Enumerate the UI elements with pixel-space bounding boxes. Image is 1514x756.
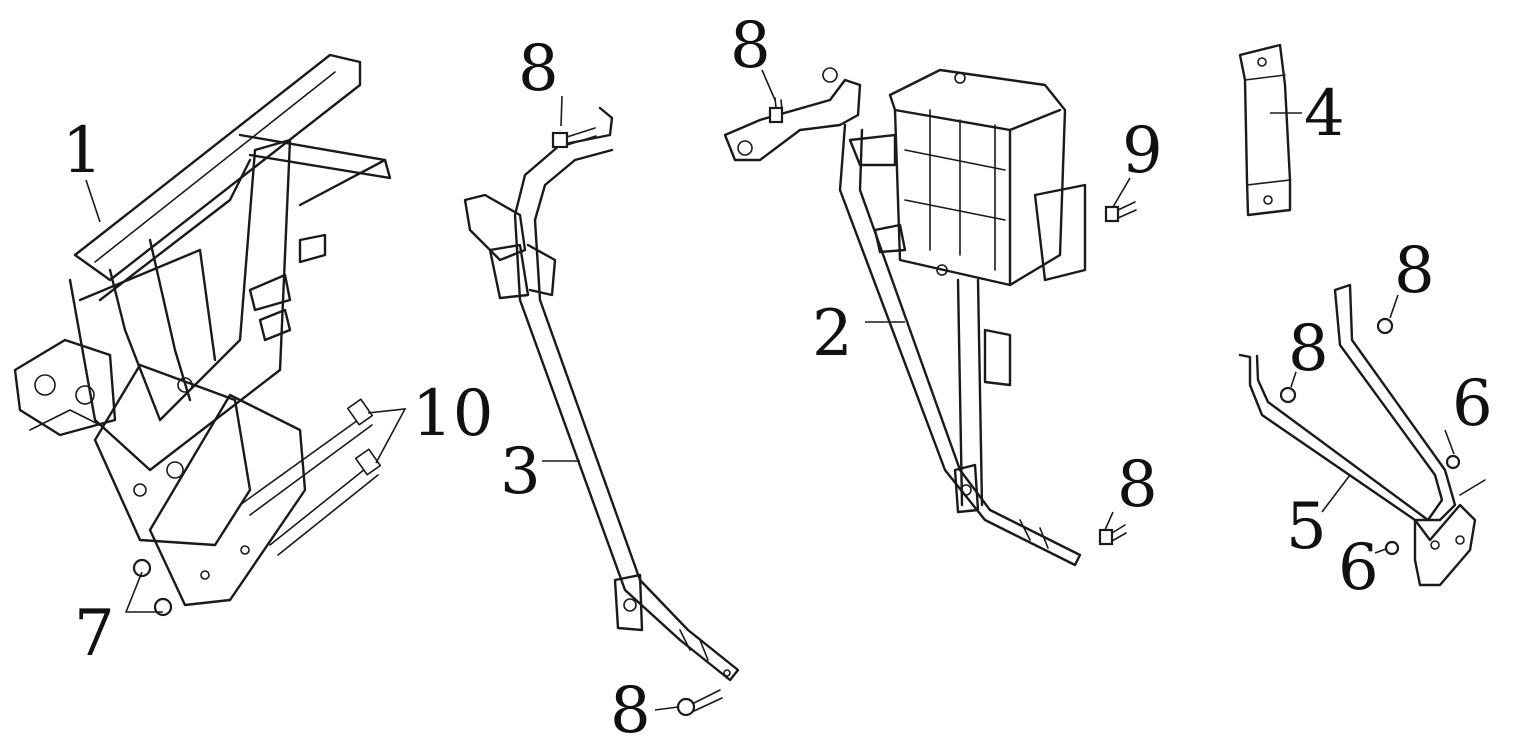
- callout-labels: 1 2 3 4 5 6 6 7 8 8 8 8 8 8 9 10: [62, 9, 1493, 748]
- leader-lines: [85, 69, 1455, 711]
- callout-8-part3-top: 8: [518, 32, 559, 106]
- part-6-nuts: [1384, 454, 1461, 556]
- callout-10: 10: [412, 377, 493, 451]
- part-5-right-stay: [1238, 283, 1486, 587]
- callout-9: 9: [1122, 114, 1163, 188]
- part-7-nuts: [132, 558, 173, 617]
- part-10-bolts: [239, 398, 382, 556]
- callout-4: 4: [1304, 77, 1345, 151]
- callout-8-part5-lower: 8: [1288, 312, 1329, 386]
- part-1-front-frame: [13, 53, 392, 607]
- part-8-bolts-part-5: [1279, 317, 1394, 404]
- callout-6-lower: 6: [1338, 531, 1379, 605]
- part-2-battery-tray-stay: [723, 67, 1087, 567]
- callout-8-part5-upper: 8: [1394, 234, 1435, 308]
- callout-2: 2: [812, 297, 853, 371]
- callout-6-upper: 6: [1452, 367, 1493, 441]
- callout-7: 7: [74, 597, 115, 671]
- callout-8-part3-bottom: 8: [610, 674, 651, 748]
- callout-3: 3: [500, 435, 541, 509]
- part-9-bolt: [1104, 201, 1137, 223]
- callout-8-part2-bottom: 8: [1117, 448, 1158, 522]
- part-4-battery-strap: [1238, 43, 1292, 217]
- part-8-bolt-right-of-2: [1098, 524, 1127, 546]
- part-8-bolt-bottom-left: [676, 689, 723, 717]
- callout-5: 5: [1286, 490, 1327, 564]
- part-3-left-stay: [463, 106, 740, 682]
- callout-8-part2-top: 8: [730, 9, 771, 83]
- callout-1: 1: [62, 114, 103, 188]
